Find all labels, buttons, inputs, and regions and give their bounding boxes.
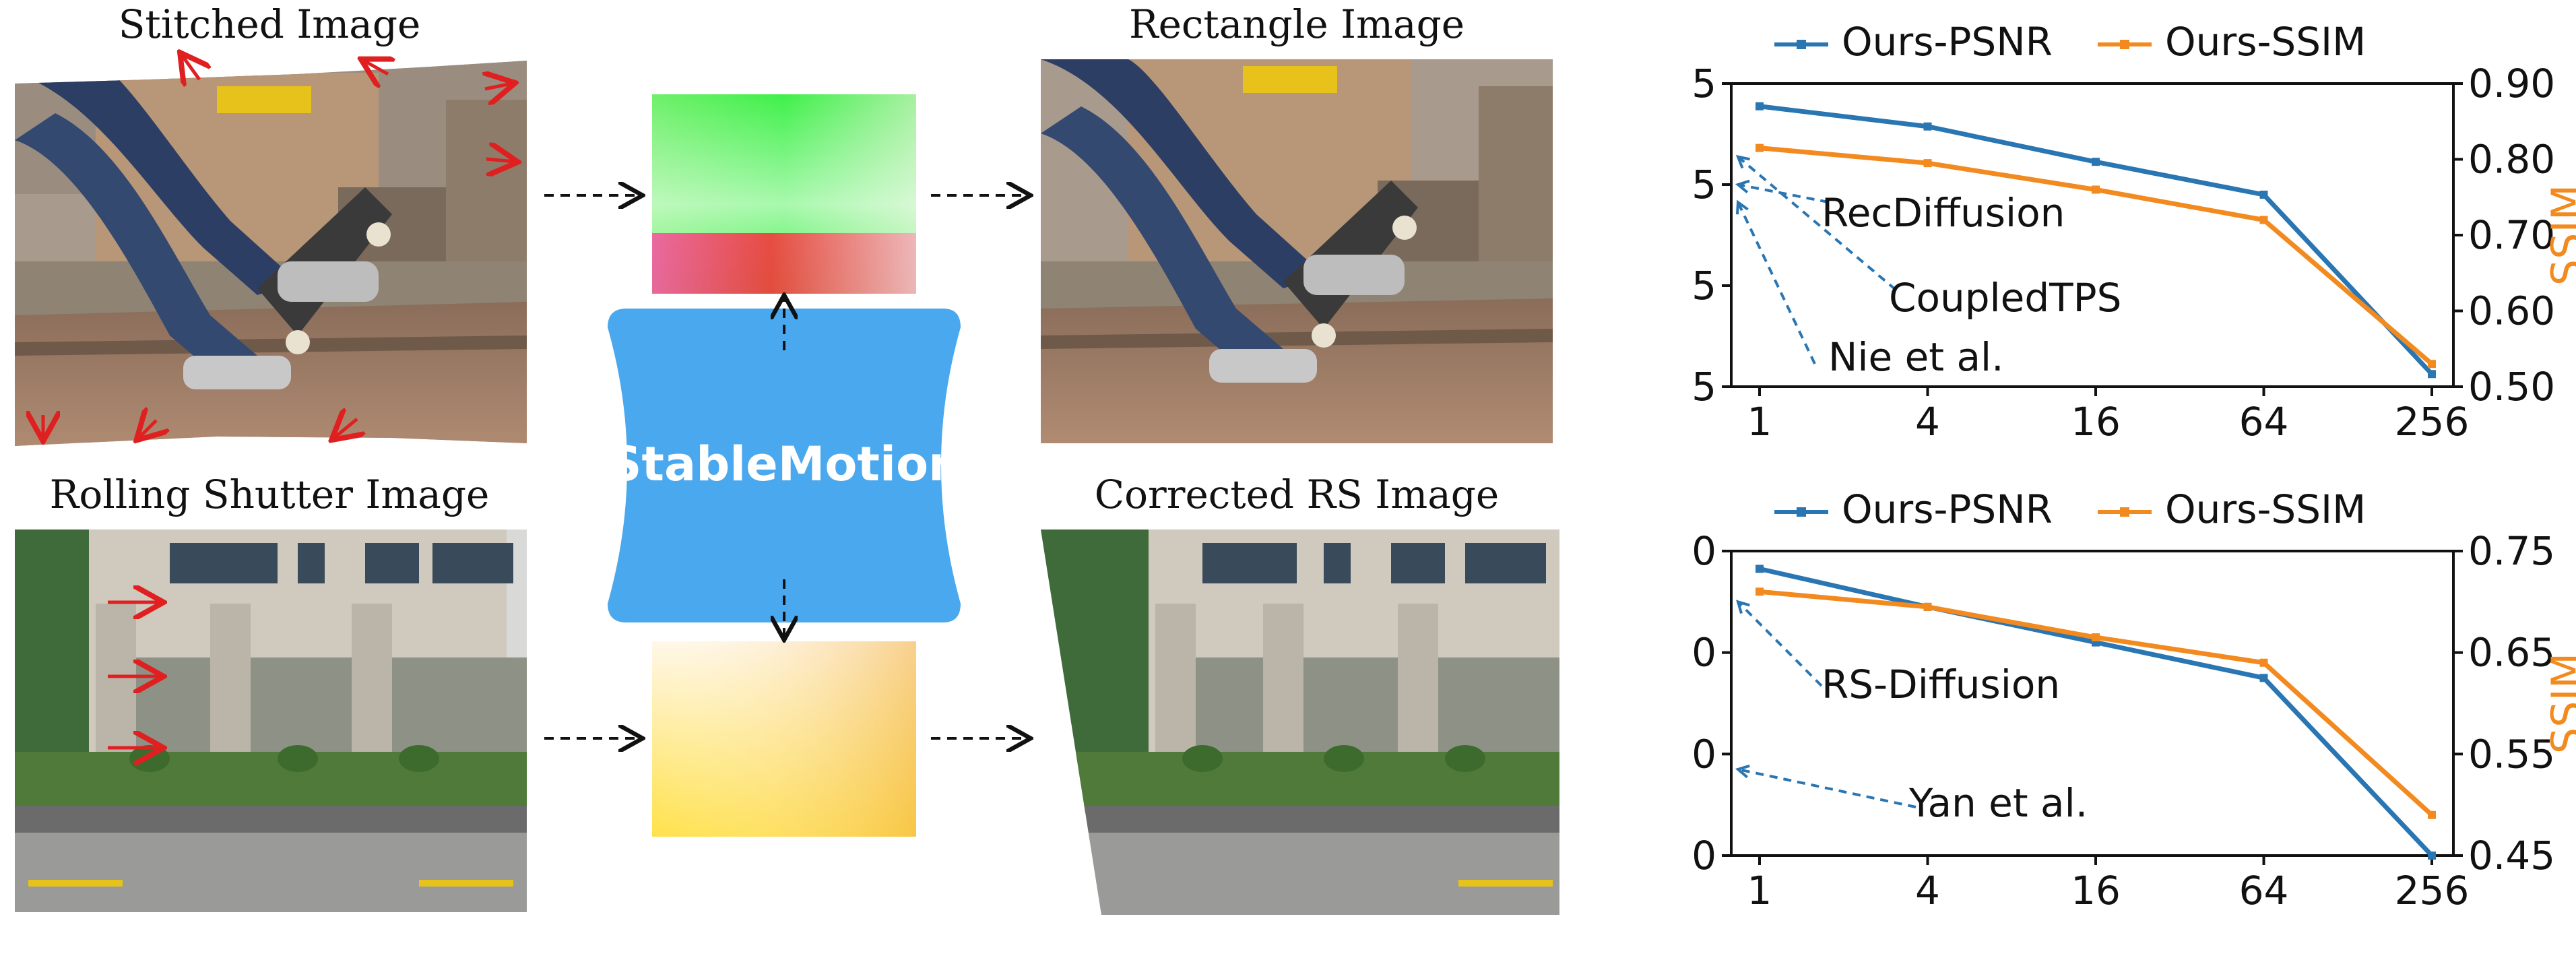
annotation-arrow: [1737, 600, 1823, 687]
x-ticks: 1 4 16 64 256: [1747, 856, 2470, 913]
stitched-image: [15, 59, 527, 450]
y-left-ticks: 23.5 21.5 19.5 17.5: [1694, 61, 1731, 410]
y-right-tick-label: 0.50: [2468, 364, 2555, 410]
x-tick-label: 4: [1915, 399, 1940, 445]
data-point-ours-psnr: [2259, 674, 2268, 682]
data-point-ours-ssim: [2259, 216, 2268, 224]
annotation-arrow-head: [1735, 764, 1750, 779]
plot-frame: [1730, 550, 2455, 857]
annotation-arrow: [1737, 156, 1897, 291]
data-point-ours-ssim: [2092, 185, 2100, 194]
corrected-rs-image: [1041, 530, 1559, 915]
annotation-arrow: [1737, 767, 1917, 808]
annotation-arrow-head: [1735, 199, 1749, 215]
annotation-label: RS-Diffusion: [1822, 662, 2060, 707]
x-ticks: 1 4 16 64 256: [1747, 387, 2470, 445]
data-point-ours-psnr: [2092, 158, 2100, 166]
caption-stitched-image: Stitched Image: [118, 1, 421, 47]
y-right-tick-label: 0.90: [2468, 61, 2555, 106]
caption-rectangle-image: Rectangle Image: [1128, 1, 1465, 47]
data-point-ours-psnr: [1756, 102, 1764, 110]
y-left-tick-label: 21.0: [1694, 630, 1716, 676]
chart-bottom: Ours-PSNR Ours-SSIM 23.0 21.0 19.0 17.0 0.7…: [1694, 486, 2576, 913]
legend-ours-ssim: Ours-SSIM: [2165, 19, 2366, 65]
y-left-tick-label: 17.5: [1694, 364, 1716, 410]
data-point-ours-ssim: [1756, 143, 1764, 152]
y-label-ssim: SSIM: [2542, 653, 2576, 755]
y-left-tick-label: 21.5: [1694, 162, 1716, 207]
stitched-motion-arrows: [43, 55, 515, 438]
x-tick-label: 16: [2071, 868, 2121, 913]
rolling-motion-arrows: [108, 602, 160, 748]
caption-rolling-shutter-image: Rolling Shutter Image: [49, 472, 490, 517]
annotation-arrow-head: [1736, 600, 1750, 614]
stablemotion-label: StableMotion: [608, 437, 962, 492]
legend-ours-psnr: Ours-PSNR: [1842, 19, 2053, 65]
x-tick-label: 1: [1747, 399, 1772, 445]
data-point-ours-psnr: [1756, 565, 1764, 573]
annotation-arrow-head: [1735, 155, 1751, 169]
chart-top: Ours-PSNR Ours-SSIM 23.5 21.5 19.5 17.5 0.9…: [1694, 19, 2576, 445]
annotation-label: Nie et al.: [1828, 334, 2004, 380]
data-point-ours-ssim: [2428, 810, 2436, 819]
x-tick-label: 4: [1915, 868, 1940, 913]
legend-ours-ssim: Ours-SSIM: [2165, 486, 2366, 532]
data-point-ours-ssim: [1923, 602, 1932, 611]
series-lines: [1756, 102, 2436, 379]
data-point-ours-psnr: [2428, 852, 2436, 860]
data-point-ours-ssim: [1923, 159, 1932, 168]
data-point-ours-ssim: [2092, 633, 2100, 642]
series-line-ours-ssim: [1759, 146, 2434, 366]
y-right-ticks: 0.75 0.65 0.55 0.45: [2453, 528, 2555, 878]
annotation-arrow: [1737, 201, 1816, 364]
annotation-arrow-head: [1735, 179, 1750, 194]
data-point-ours-ssim: [2428, 360, 2436, 368]
x-tick-label: 64: [2239, 399, 2289, 445]
x-tick-label: 64: [2239, 868, 2289, 913]
x-tick-label: 16: [2071, 399, 2121, 445]
data-point-ours-ssim: [1756, 587, 1764, 596]
rectangle-image: [1041, 59, 1553, 443]
y-right-tick-label: 0.65: [2468, 630, 2555, 676]
y-right-tick-label: 0.60: [2468, 288, 2555, 334]
legend-ours-psnr: Ours-PSNR: [1842, 486, 2053, 532]
data-point-ours-psnr: [1923, 122, 1932, 131]
y-right-tick-label: 0.45: [2468, 833, 2555, 878]
y-left-tick-label: 23.5: [1694, 61, 1716, 106]
y-right-tick-label: 0.80: [2468, 137, 2555, 183]
flow-map-top: [652, 94, 916, 294]
y-right-ticks: 0.90 0.80 0.70 0.60 0.50: [2453, 61, 2555, 410]
x-tick-label: 256: [2395, 868, 2470, 913]
flow-map-bottom: [652, 641, 916, 837]
y-right-tick-label: 0.70: [2468, 212, 2555, 258]
data-point-ours-psnr: [2428, 370, 2436, 379]
caption-corrected-rs-image: Corrected RS Image: [1094, 472, 1500, 517]
x-tick-label: 1: [1747, 868, 1772, 913]
annotation-label: CoupledTPS: [1889, 275, 2121, 321]
x-tick-label: 256: [2395, 399, 2470, 445]
data-point-ours-ssim: [2259, 658, 2268, 667]
legend: Ours-PSNR Ours-SSIM: [1774, 19, 2366, 65]
data-point-ours-psnr: [2259, 191, 2268, 199]
y-left-tick-label: 23.0: [1694, 528, 1716, 574]
y-right-tick-label: 0.55: [2468, 731, 2555, 777]
series-line-ours-psnr: [1759, 566, 2434, 858]
y-left-tick-label: 19.0: [1694, 731, 1716, 777]
series-lines: [1756, 565, 2436, 860]
annotation-label: Yan et al.: [1908, 780, 2088, 826]
legend: Ours-PSNR Ours-SSIM: [1774, 486, 2366, 532]
stablemotion-model-shape: [608, 309, 961, 622]
y-left-tick-label: 19.5: [1694, 263, 1716, 309]
y-left-ticks: 23.0 21.0 19.0 17.0: [1694, 528, 1731, 878]
y-right-tick-label: 0.75: [2468, 528, 2555, 574]
annotation-label: RecDiffusion: [1822, 190, 2065, 236]
y-left-tick-label: 17.0: [1694, 833, 1716, 878]
y-label-ssim: SSIM: [2542, 185, 2576, 286]
